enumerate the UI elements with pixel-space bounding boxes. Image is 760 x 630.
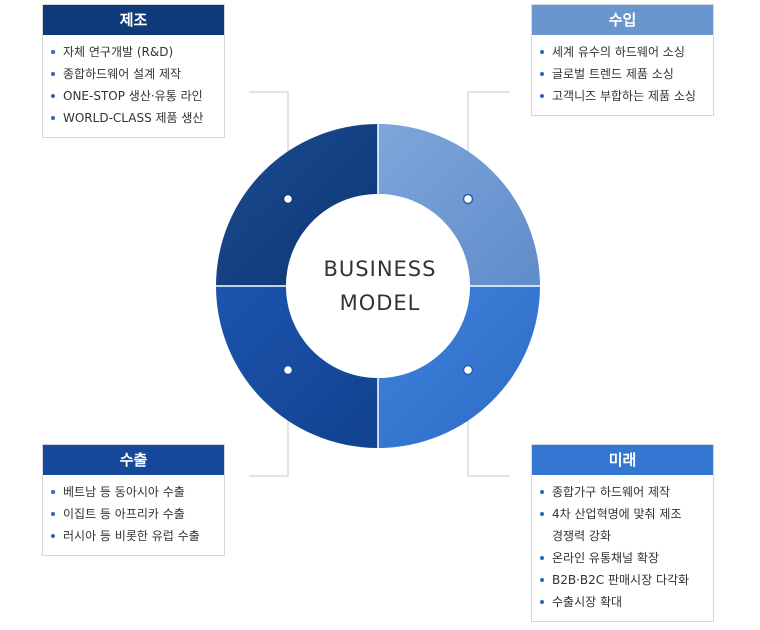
list-item-continuation: 경쟁력 강화 <box>552 529 612 543</box>
list-item: 세계 유수의 하드웨어 소싱 <box>540 41 713 63</box>
list-item: 자체 연구개발 (R&D) <box>51 41 224 63</box>
list-item: 종합가구 하드웨어 제작 <box>540 481 713 503</box>
list-item: 온라인 유통채널 확장 <box>540 547 713 569</box>
list-item: WORLD-CLASS 제품 생산 <box>51 107 224 129</box>
center-title-line2: MODEL <box>340 291 421 315</box>
manufacturing-title: 제조 <box>43 5 224 35</box>
list-item: B2B·B2C 판매시장 다각화 <box>540 569 713 591</box>
list-item: 러시아 등 비롯한 유럽 수출 <box>51 525 224 547</box>
manufacturing-box: 제조 자체 연구개발 (R&D) 종합하드웨어 설계 제작 ONE-STOP 생… <box>42 4 225 138</box>
ring-segment-manufacturing <box>216 124 378 286</box>
import-list: 세계 유수의 하드웨어 소싱 글로벌 트렌드 제품 소싱 고객니즈 부합하는 제… <box>532 35 713 115</box>
list-item: ONE-STOP 생산·유통 라인 <box>51 85 224 107</box>
dot-manufacturing <box>282 193 294 205</box>
export-title: 수출 <box>43 445 224 475</box>
list-item: 수출시장 확대 <box>540 591 713 613</box>
import-box: 수입 세계 유수의 하드웨어 소싱 글로벌 트렌드 제품 소싱 고객니즈 부합하… <box>531 4 714 116</box>
ring-segment-export <box>216 286 378 448</box>
list-item: 베트남 등 동아시아 수출 <box>51 481 224 503</box>
dot-export <box>282 364 294 376</box>
ring-segment-import <box>378 124 540 286</box>
list-item: 고객니즈 부합하는 제품 소싱 <box>540 85 713 107</box>
dot-future <box>462 364 474 376</box>
center-title-line1: BUSINESS <box>324 257 437 281</box>
export-list: 베트남 등 동아시아 수출 이집트 등 아프리카 수출 러시아 등 비롯한 유럽… <box>43 475 224 555</box>
future-title: 미래 <box>532 445 713 475</box>
list-item: 이집트 등 아프리카 수출 <box>51 503 224 525</box>
ring-segment-future <box>378 286 540 448</box>
list-item: 종합하드웨어 설계 제작 <box>51 63 224 85</box>
list-item: 글로벌 트렌드 제품 소싱 <box>540 63 713 85</box>
import-title: 수입 <box>532 5 713 35</box>
export-box: 수출 베트남 등 동아시아 수출 이집트 등 아프리카 수출 러시아 등 비롯한… <box>42 444 225 556</box>
center-circle <box>286 194 470 378</box>
manufacturing-list: 자체 연구개발 (R&D) 종합하드웨어 설계 제작 ONE-STOP 생산·유… <box>43 35 224 137</box>
dot-import <box>462 193 474 205</box>
list-item-line: 4차 산업혁명에 맞춰 제조 <box>552 507 682 521</box>
